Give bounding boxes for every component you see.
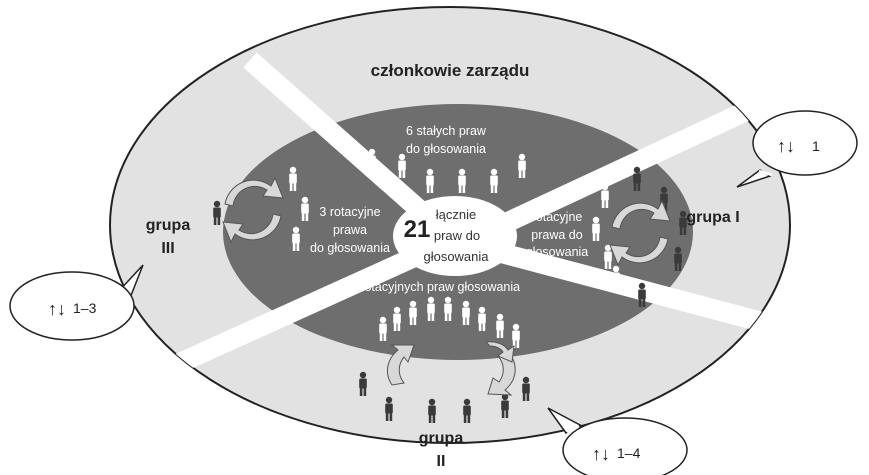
group2-label-line1: grupa: [419, 430, 464, 447]
group3-label-line1: grupa: [146, 217, 191, 234]
center-number: 21: [404, 216, 431, 243]
group2-label-line2: II: [437, 453, 446, 470]
right-segment-line3: prawa do: [531, 228, 582, 242]
callout-group2-value: 1–4: [617, 445, 641, 461]
diagram-title: członkowie zarządu: [371, 61, 530, 80]
center-text-line1: łącznie: [436, 207, 476, 222]
top-segment-line1: 6 stałych praw: [406, 124, 487, 138]
callout-group2-arrows: ↑↓: [592, 444, 610, 464]
callout-group1: ↑↓ 1: [736, 110, 858, 188]
center-text-line2: praw do: [434, 228, 480, 243]
callout-group3-arrows: ↑↓: [48, 299, 66, 319]
right-segment-line2: rotacyjne: [532, 210, 583, 224]
rotation-arrow-icon-bottom-left: [386, 344, 415, 386]
callout-group3-value: 1–3: [73, 300, 97, 316]
callout-group2: ↑↓ 1–4: [547, 407, 688, 475]
left-segment-line2: prawa: [333, 223, 367, 237]
group1-label: grupa I: [686, 209, 739, 226]
top-segment-line2: do głosowania: [406, 142, 486, 156]
center-text-line3: głosowania: [423, 249, 489, 264]
group3-label-line2: III: [161, 240, 174, 257]
callout-group1-arrows: ↑↓: [777, 136, 795, 156]
center-ellipse: [393, 196, 517, 276]
callout-group1-value: 1: [812, 138, 820, 154]
right-segment-line4: głosowania: [526, 245, 589, 259]
callout-group3: ↑↓ 1–3: [9, 264, 144, 341]
left-segment-line3: do głosowania: [310, 241, 390, 255]
left-segment-line1: 3 rotacyjne: [319, 205, 380, 219]
right-segment-line1: 4: [554, 192, 561, 206]
rotation-arrow-icon-bottom-right: [484, 341, 516, 396]
bottom-segment-line1: 8 rotacyjnych praw głosowania: [350, 280, 520, 294]
